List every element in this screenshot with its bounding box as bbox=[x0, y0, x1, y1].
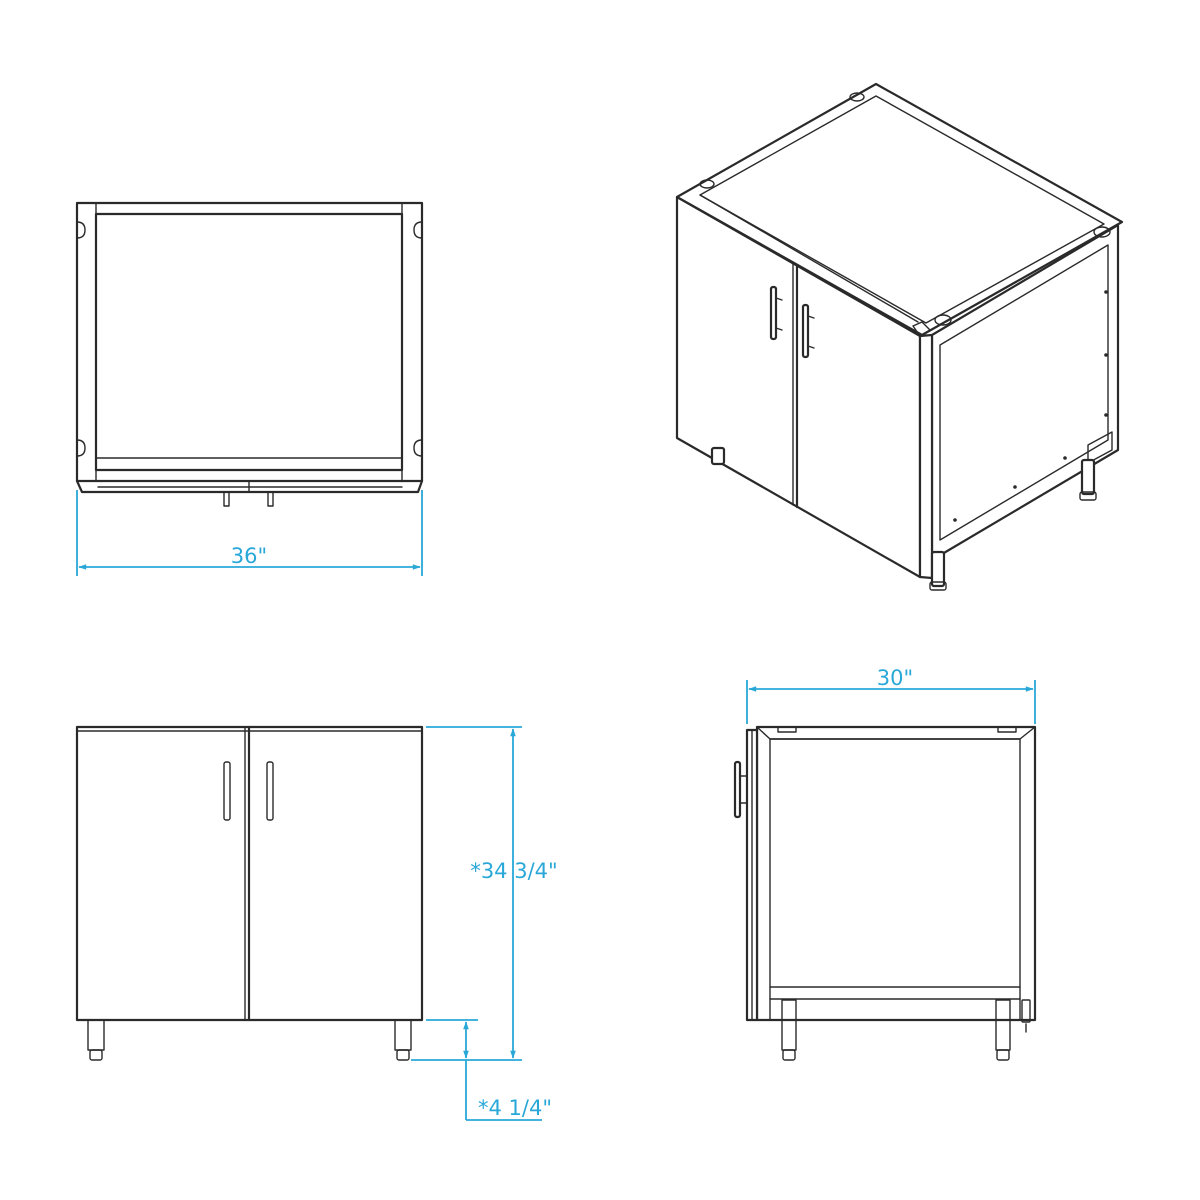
corner-notch bbox=[849, 92, 865, 102]
side-leg-left bbox=[781, 999, 797, 1051]
isometric-view bbox=[675, 82, 1124, 591]
iso-handle-right bbox=[801, 303, 810, 359]
side-handle bbox=[733, 760, 742, 819]
iso-leg bbox=[930, 550, 946, 588]
corner-notch bbox=[934, 314, 952, 326]
corner-notch bbox=[413, 439, 423, 457]
corner-notch bbox=[76, 221, 86, 239]
iso-top-surface bbox=[675, 82, 1124, 337]
iso-leg bbox=[710, 446, 726, 466]
depth-dimension-label: 30" bbox=[877, 666, 913, 690]
top-view: 36" bbox=[75, 201, 424, 576]
handle-top-view bbox=[223, 491, 230, 507]
top-view-top-panel bbox=[94, 212, 404, 472]
front-handle-left bbox=[223, 761, 231, 821]
corner-notch bbox=[1093, 226, 1111, 238]
height-dimension-label: *34 3/4" bbox=[470, 859, 557, 883]
iso-leg bbox=[1080, 458, 1096, 496]
width-dimension-label: 36" bbox=[231, 544, 267, 568]
top-view-outer-frame bbox=[75, 201, 424, 483]
corner-notch bbox=[76, 439, 86, 457]
top-view-door-edge bbox=[75, 479, 424, 494]
side-view-panel bbox=[769, 738, 1021, 1000]
front-view: *34 3/4" *4 1/4" bbox=[75, 725, 558, 1121]
front-handle-right bbox=[266, 761, 274, 821]
front-leg-right bbox=[394, 1019, 412, 1051]
handle-top-view bbox=[267, 491, 274, 507]
side-view: 30" bbox=[733, 666, 1037, 1061]
side-leg-right bbox=[995, 999, 1011, 1051]
iso-bracket bbox=[1087, 431, 1113, 464]
front-leg-left bbox=[87, 1019, 105, 1051]
iso-handle-left bbox=[769, 285, 778, 341]
corner-notch bbox=[699, 179, 715, 189]
side-view-frame bbox=[755, 725, 1037, 1022]
leg-height-dimension-label: *4 1/4" bbox=[478, 1096, 552, 1120]
corner-notch bbox=[413, 221, 423, 239]
